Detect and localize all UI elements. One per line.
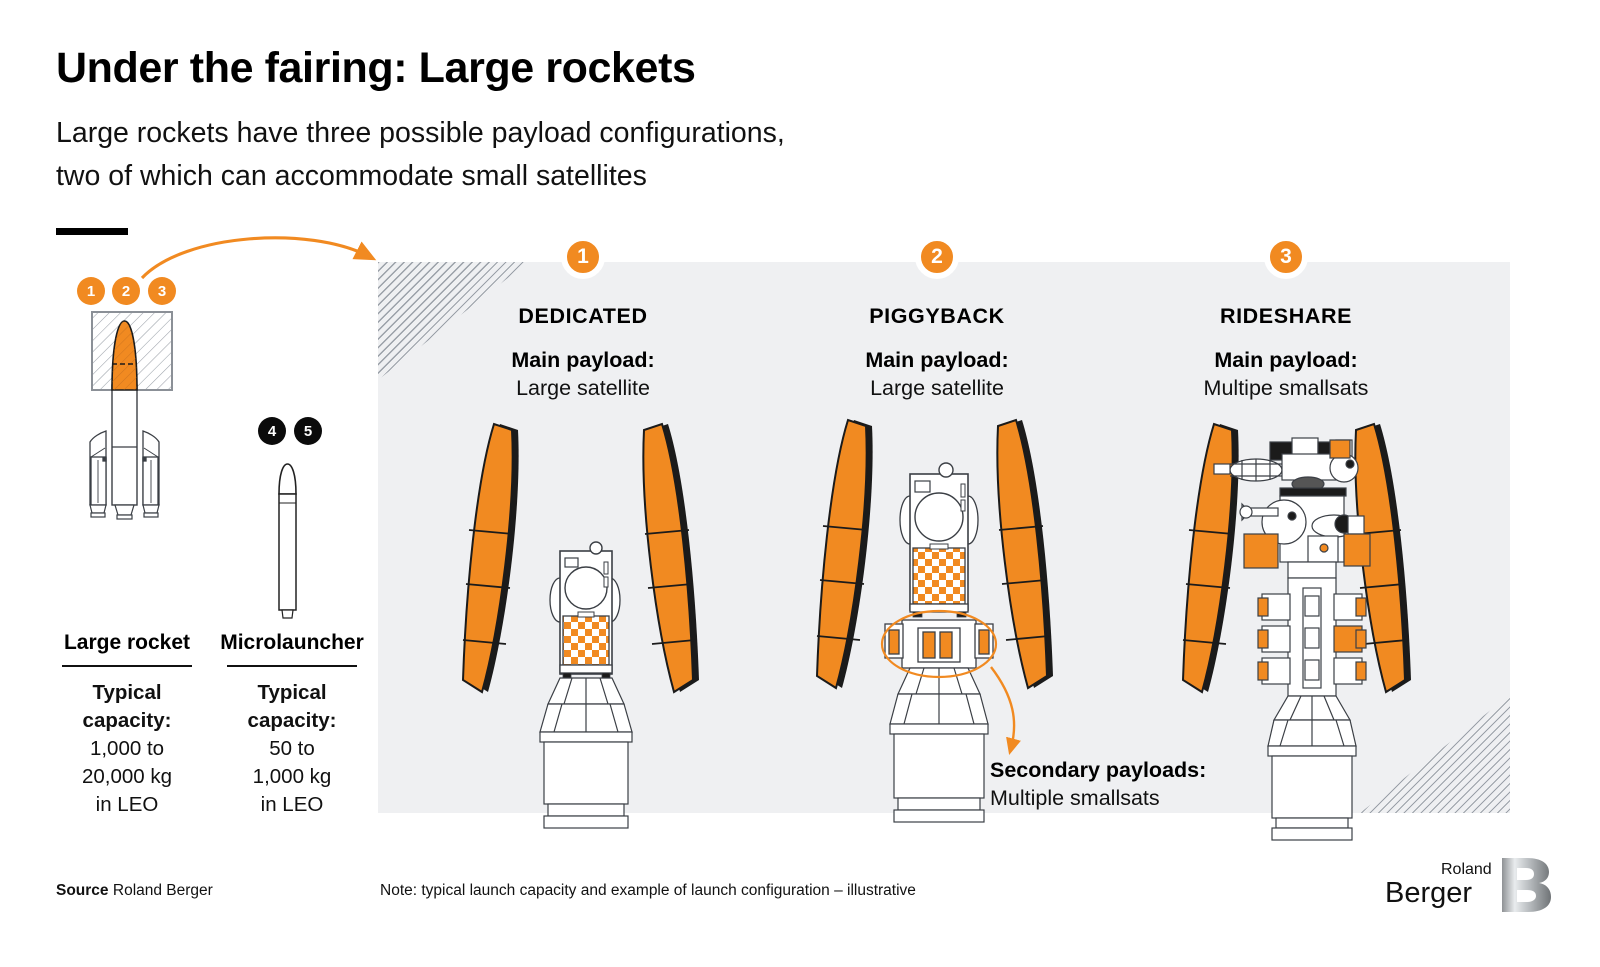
main-payload-value: Multipe smallsats (1203, 376, 1369, 400)
logo-b-mark (1502, 858, 1551, 912)
logo-line-2: Berger (1385, 877, 1472, 909)
piggyback-configuration-diagram (815, 418, 1053, 823)
capacity-label-line-1: Typical (257, 681, 327, 704)
config-badge-2: 2 (915, 235, 959, 279)
smallsat-cluster-mid-icon (1239, 495, 1371, 579)
hatch-corner-top-left-icon (378, 262, 528, 380)
capacity-value-line-2: 20,000 kg (81, 765, 173, 789)
fairing-half-left-icon (1181, 422, 1239, 694)
vehicle-capacity-large-rocket: Typical capacity: 1,000 to 20,000 kg in … (47, 679, 207, 819)
roland-berger-logo: Roland Berger (1385, 858, 1551, 912)
solar-panel-icon (562, 615, 610, 666)
fairing-half-right-icon (642, 422, 699, 694)
main-payload-value: Large satellite (516, 376, 650, 400)
capacity-label-line-2: capacity: (247, 709, 337, 733)
ellipse-highlight-icon (880, 609, 998, 679)
callout-arrow-icon (990, 666, 1021, 755)
capacity-value-line-3: in LEO (95, 793, 159, 817)
payload-adapter-icon (539, 677, 633, 829)
config-badge-1: 1 (561, 235, 605, 279)
main-payload-value: Large satellite (870, 376, 1004, 400)
smallsat-cluster-upper-icon (1213, 437, 1359, 497)
fairing-half-right-icon (1354, 422, 1411, 694)
config-header-piggyback: PIGGYBACK Main payload: Large satellite (777, 304, 1097, 401)
fairing-half-left-icon (815, 418, 873, 690)
subtitle-line-1: Large rockets have three possible payloa… (56, 117, 785, 149)
large-satellite-icon (549, 541, 621, 679)
source-value: Roland Berger (112, 882, 213, 899)
capacity-value-line-1: 1,000 to (89, 737, 165, 761)
vehicle-divider-microlauncher (227, 665, 357, 667)
payload-adapter-icon (1267, 695, 1357, 841)
fairing-half-right-icon (996, 418, 1053, 690)
config-header-dedicated: DEDICATED Main payload: Large satellite (423, 304, 743, 401)
main-payload-label: Main payload: (865, 348, 1009, 372)
fairing-badge-1: 1 (77, 277, 105, 305)
vehicle-label-microlauncher: Microlauncher (220, 631, 364, 654)
config-name: PIGGYBACK (869, 304, 1005, 328)
config-name: DEDICATED (518, 304, 648, 328)
footnote: Note: typical launch capacity and exampl… (380, 882, 916, 899)
subtitle-line-2: two of which can accommodate small satel… (56, 160, 647, 193)
hatch-corner-bottom-right-icon (1360, 695, 1510, 813)
source-line: Source Roland Berger (56, 882, 213, 900)
capacity-value-line-1: 50 to (269, 737, 315, 761)
vehicle-divider-large-rocket (62, 665, 192, 667)
payload-adapter-icon (889, 667, 989, 823)
vehicle-label-large-rocket: Large rocket (63, 631, 191, 654)
title-rule-divider (56, 228, 128, 235)
fairing-badge-3: 3 (148, 277, 176, 305)
microlauncher-badge-4: 4 (258, 417, 286, 445)
fairing-badge-2: 2 (112, 277, 140, 305)
large-rocket-icon (89, 311, 173, 520)
dedicated-configuration-diagram (461, 422, 699, 829)
secondary-payload-ring-icon (884, 619, 994, 669)
capacity-label-line-2: capacity: (82, 709, 172, 733)
curved-arrow-icon (140, 236, 377, 280)
main-payload-label: Main payload: (511, 348, 655, 372)
page-subtitle: Large rockets have three possible payloa… (56, 112, 1056, 199)
logo-line-1: Roland (1441, 861, 1492, 878)
capacity-label-line-1: Typical (92, 681, 162, 704)
microlauncher-icon (278, 463, 297, 619)
secondary-payload-label: Secondary payloads: (990, 758, 1207, 782)
main-payload-label: Main payload: (1214, 348, 1358, 372)
config-badge-3: 3 (1264, 235, 1308, 279)
secondary-payload-value: Multiple smallsats (990, 786, 1160, 810)
vehicle-capacity-microlauncher: Typical capacity: 50 to 1,000 kg in LEO (212, 679, 372, 819)
rideshare-configuration-diagram (1181, 422, 1411, 841)
secondary-payload-callout: Secondary payloads: Multiple smallsats (990, 758, 1320, 811)
microlauncher-badge-5: 5 (294, 417, 322, 445)
config-name: RIDESHARE (1219, 304, 1353, 328)
config-header-rideshare: RIDESHARE Main payload: Multipe smallsat… (1126, 304, 1446, 401)
large-satellite-icon (899, 462, 979, 618)
source-label: Source (56, 882, 109, 899)
capacity-value-line-2: 1,000 kg (252, 765, 332, 789)
page-title: Under the fairing: Large rockets (56, 44, 696, 92)
fairing-half-left-icon (461, 422, 519, 694)
solar-panel-icon (912, 547, 966, 605)
smallsat-dispenser-stack-icon (1257, 577, 1367, 697)
capacity-value-line-3: in LEO (260, 793, 324, 817)
